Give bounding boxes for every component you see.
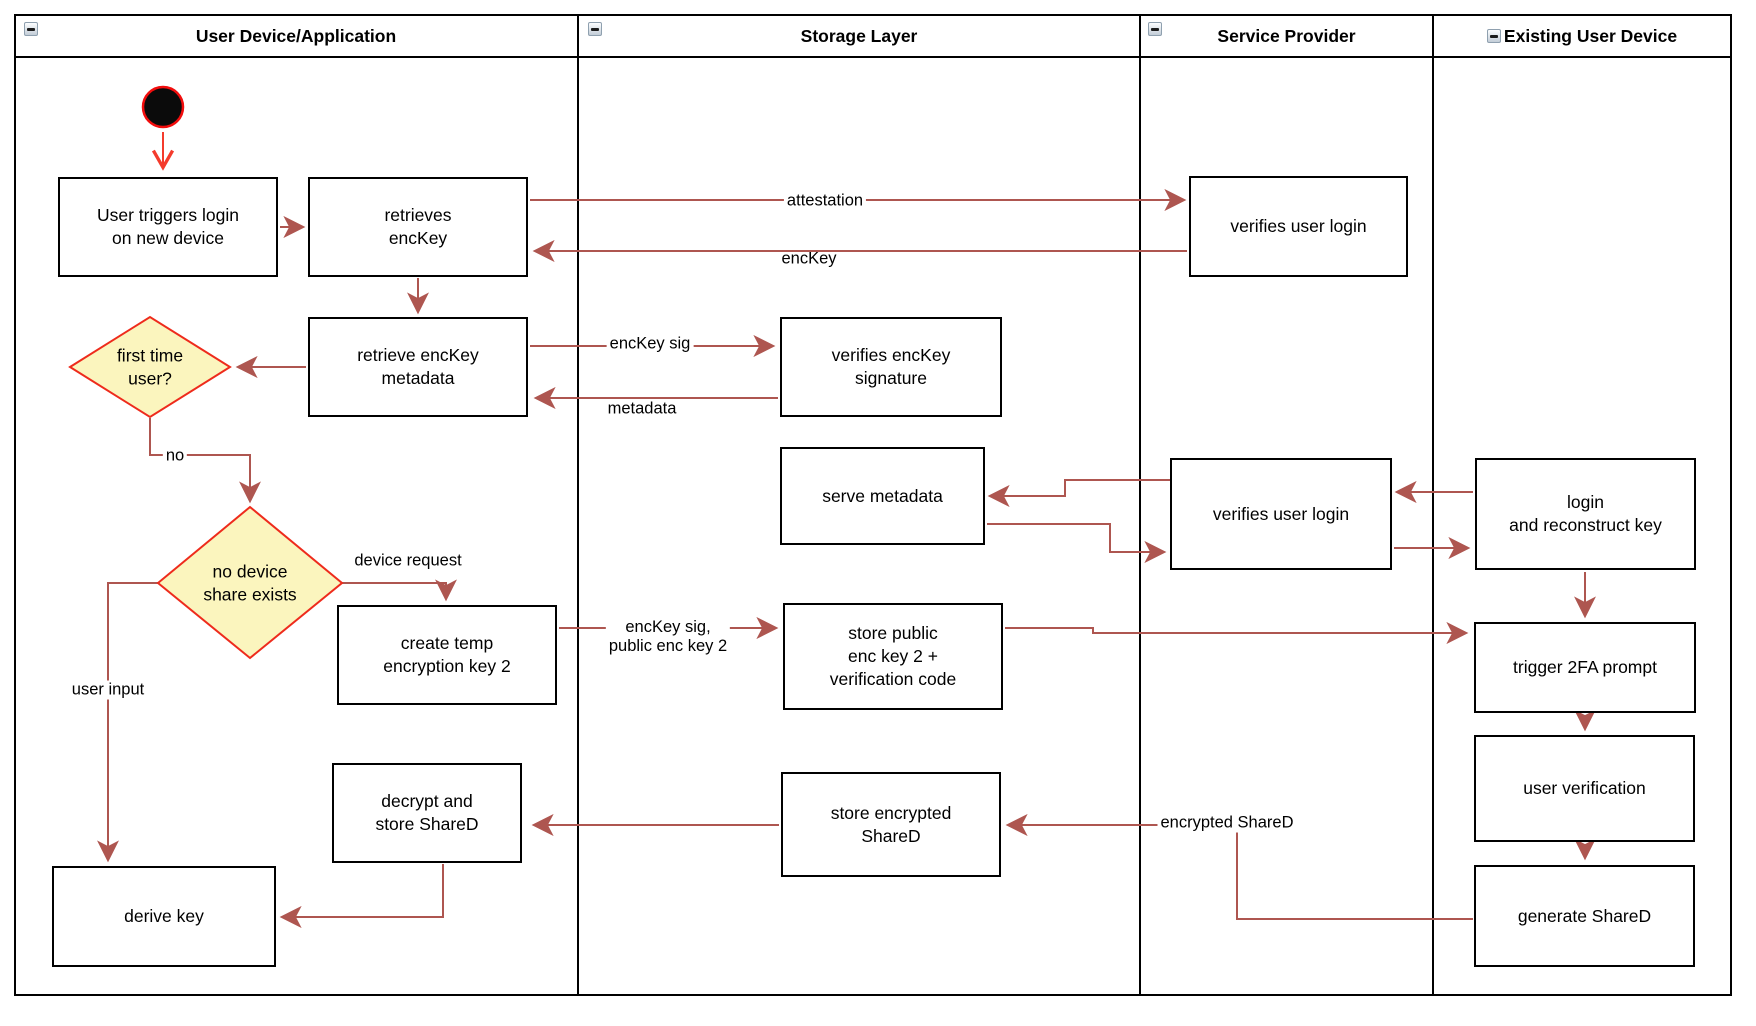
decision-no-device-share[interactable]	[156, 505, 344, 660]
lane-header-storage[interactable]: Storage Layer	[579, 16, 1139, 56]
lane-header-separator	[14, 56, 1732, 58]
minus-icon	[591, 27, 599, 31]
edge-label-attestation: attestation	[783, 191, 867, 211]
edge-label-enckey: encKey	[781, 249, 837, 268]
edge-no-branch	[149, 418, 261, 504]
edge-label-device-request: device request	[354, 551, 462, 570]
edge-label-no: no	[162, 446, 188, 466]
lane-divider-3	[1432, 14, 1434, 996]
activity-user-verification[interactable]: user verification	[1474, 735, 1695, 842]
edge-verifies-to-serve-metadata	[987, 479, 1170, 507]
activity-serve-metadata[interactable]: serve metadata	[780, 447, 985, 545]
edge-label-metadata: metadata	[607, 399, 677, 418]
lane-divider-1	[577, 14, 579, 996]
edge-encrypted-shared	[1005, 814, 1473, 920]
edge-label-enckey-sig: encKey sig	[606, 334, 694, 354]
collapse-lane-service-icon[interactable]	[1148, 22, 1162, 36]
activity-verifies-user-login-top[interactable]: verifies user login	[1189, 176, 1408, 277]
minus-icon	[1489, 34, 1498, 38]
lane-title: User Device/Application	[195, 25, 397, 46]
collapse-lane-user-device-icon[interactable]	[24, 22, 38, 36]
initial-node[interactable]	[141, 85, 185, 129]
activity-trigger-2fa-prompt[interactable]: trigger 2FA prompt	[1474, 622, 1696, 713]
collapse-lane-existing-icon[interactable]	[1486, 29, 1501, 43]
activity-verifies-user-login-mid[interactable]: verifies user login	[1170, 458, 1392, 570]
lane-header-user-device[interactable]: User Device/Application	[16, 16, 576, 56]
edge-label-enckey-sig-public: encKey sig,public enc key 2	[605, 618, 731, 656]
decision-first-time-user[interactable]	[68, 315, 232, 419]
edge-label-encrypted-shared: encrypted ShareD	[1157, 813, 1297, 833]
lane-divider-2	[1139, 14, 1141, 996]
lane-title: Storage Layer	[800, 25, 918, 46]
edge-label-user-input: user input	[68, 680, 148, 700]
lane-header-service[interactable]: Service Provider	[1141, 16, 1432, 56]
lane-title: Service Provider	[1217, 25, 1356, 46]
edge-store-public-to-trigger-2fa	[1005, 622, 1469, 644]
edge-decrypt-to-derive	[279, 864, 444, 928]
activity-derive-key[interactable]: derive key	[52, 866, 276, 967]
lane-header-existing-device[interactable]: Existing User Device	[1434, 16, 1730, 56]
minus-icon	[27, 27, 35, 31]
activity-generate-shared[interactable]: generate ShareD	[1474, 865, 1695, 967]
edge-user-input	[97, 582, 158, 863]
collapse-lane-storage-icon[interactable]	[588, 22, 602, 36]
minus-icon	[1151, 27, 1159, 31]
edge-serve-metadata-to-verifies	[987, 523, 1167, 563]
lane-title: Existing User Device	[1503, 25, 1678, 46]
edge-device-request	[342, 579, 457, 602]
